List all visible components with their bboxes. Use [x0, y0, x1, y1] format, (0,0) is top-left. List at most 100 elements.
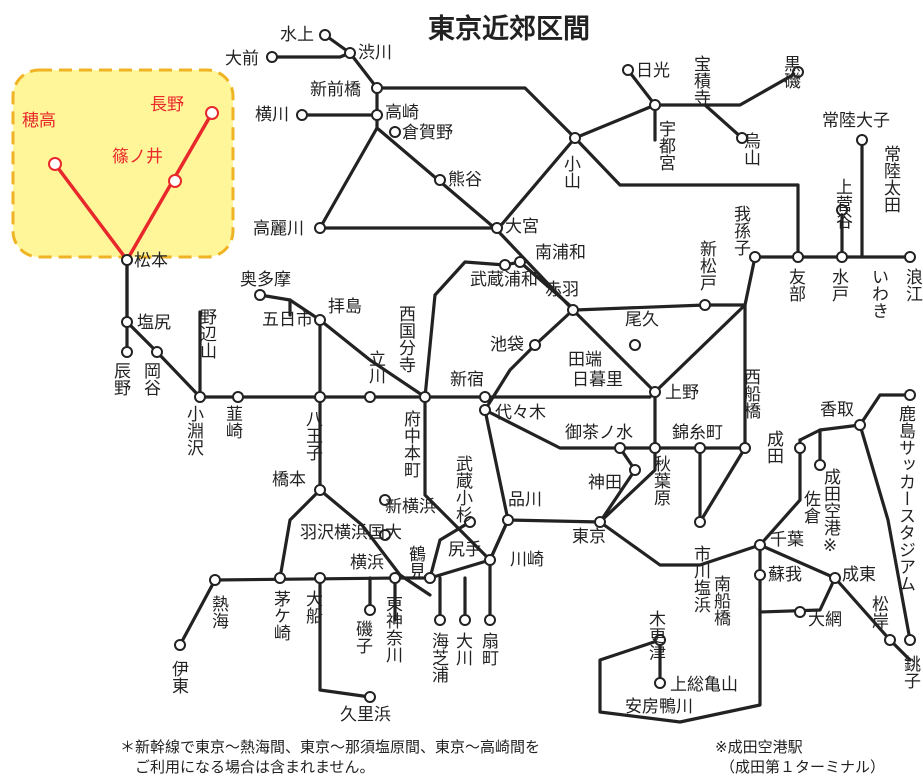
station-naritaairport: 成田空港※: [820, 468, 841, 556]
station-akihabara: 秋葉原: [650, 455, 671, 506]
station-hashimoto: 橋本: [272, 470, 306, 490]
station-tsurumi: 鶴見: [405, 545, 426, 579]
station-kurihama: 久里浜: [340, 705, 391, 725]
station-awakamogawa: 安房鴨川: [625, 697, 693, 717]
station-tachikawa: 立川: [365, 350, 386, 384]
station-shibukawa: 渋川: [358, 43, 392, 63]
station-dots: [48, 29, 916, 703]
station-oami: 大網: [808, 610, 842, 630]
station-okawa: 大川: [452, 632, 473, 666]
station-oku: 尾久: [625, 310, 659, 330]
station-sakura: 佐倉: [800, 490, 821, 524]
station-matsumoto: 松本: [134, 251, 168, 271]
station-hitachidaigo: 常陸大子: [822, 111, 890, 131]
station-iwaki: いわき: [868, 268, 888, 319]
station-ikebukuro: 池袋: [490, 335, 524, 355]
station-omae: 大前: [225, 49, 259, 69]
station-nobeyama: 野辺山: [196, 308, 217, 359]
note-narita-line1: ※成田空港駅: [715, 738, 803, 756]
map-title: 東京近郊区間: [428, 13, 590, 45]
station-kuroiso: 黒磯: [780, 55, 801, 90]
station-atami: 熱海: [208, 595, 229, 630]
station-yokokawa: 横川: [255, 105, 289, 125]
station-minamiurawa: 南浦和: [535, 243, 586, 263]
station-naruto: 成東: [842, 565, 876, 585]
station-katori: 香取: [820, 400, 854, 420]
station-ito: 伊東: [168, 660, 189, 694]
station-nirasaki: 韮崎: [222, 405, 243, 439]
station-ogimachi: 扇町: [478, 632, 499, 666]
station-tabata: 田端: [568, 350, 602, 370]
station-omiya: 大宮: [505, 217, 539, 237]
station-kobuchizawa: 小淵沢: [183, 405, 204, 456]
station-hotaka: 穂高: [22, 111, 56, 131]
station-shinyokohama: 新横浜: [385, 497, 436, 517]
station-choshi: 銚子: [900, 655, 921, 689]
station-musashiitsukaichi: 五日市: [262, 310, 313, 330]
station-kisarazu: 木更津: [645, 610, 666, 661]
station-hitachiota: 常陸太田: [880, 145, 901, 213]
station-ichikawashiohama: 市川塩浜: [690, 545, 711, 613]
station-ofuna: 大船: [302, 590, 323, 624]
station-haijima: 拝島: [328, 297, 362, 317]
station-oyama: 小山: [560, 155, 581, 189]
station-soga: 蘇我: [768, 565, 802, 585]
station-ueno: 上野: [665, 383, 699, 403]
note-shinkansen-line1: ＊新幹線で東京～熱海間、東京～那須塩原間、東京～高崎間を: [120, 738, 540, 756]
station-kumagaya: 熊谷: [448, 170, 482, 190]
station-kuragano: 倉賀野: [402, 123, 453, 143]
station-akabane: 赤羽: [545, 280, 579, 300]
station-okutama: 奥多摩: [240, 270, 291, 290]
station-chigasaki: 茅ケ崎: [270, 590, 291, 641]
station-nishifunabashi: 西船橋: [740, 368, 761, 420]
station-hazawa: 羽沢横浜国大: [300, 523, 402, 543]
station-kazusakameyama: 上総亀山: [670, 675, 738, 695]
station-musashikosugi: 武蔵小杉: [452, 455, 473, 523]
station-shinagawa: 品川: [508, 490, 542, 510]
station-shiriteuchi: 尻手: [448, 540, 482, 560]
station-yoyogi: 代々木: [495, 403, 546, 423]
station-namie: 浪江: [902, 268, 923, 302]
station-takasaki: 高崎: [385, 103, 419, 123]
station-higashikanagawa: 東神奈川: [382, 595, 403, 663]
station-kamisugaya: 上菅谷: [832, 178, 853, 229]
rail-lines: [125, 33, 912, 724]
station-okaya: 岡谷: [140, 362, 161, 396]
station-shinmaebashi: 新前橋: [310, 80, 361, 100]
station-tatsuno: 辰野: [110, 362, 131, 396]
station-kanda: 神田: [588, 473, 622, 493]
station-mito: 水戸: [828, 268, 849, 302]
station-kawasaki: 川崎: [510, 550, 544, 570]
station-kashima: 鹿島サッカースタジアム: [895, 405, 916, 592]
station-chiba: 千葉: [770, 530, 804, 550]
station-hachioji: 八王子: [302, 410, 323, 461]
station-utsunomiya: 宇都宮: [655, 120, 676, 171]
highlight-route: [53, 111, 214, 262]
station-minakami: 水上: [280, 25, 314, 45]
station-nishikokubunji: 西国分寺: [395, 305, 416, 373]
note-shinkansen-line2: ご利用になる場合は含まれません。: [135, 758, 375, 776]
note-narita-line2: （成田第１ターミナル）: [720, 758, 885, 776]
station-hoshakuji: 宝積寺: [690, 55, 711, 106]
station-shiojiri: 塩尻: [137, 313, 171, 333]
station-abiko: 我孫子: [730, 205, 751, 256]
station-tokyo: 東京: [572, 527, 606, 547]
station-shinjuku: 新宿: [450, 370, 484, 390]
station-nagano: 長野: [150, 95, 184, 115]
station-umishibaura: 海芝浦: [428, 632, 449, 684]
station-karasuyama: 烏山: [740, 132, 761, 166]
station-isogo: 磯子: [352, 620, 373, 654]
station-ochanomizu: 御茶ノ水: [565, 423, 633, 443]
station-narita: 成田: [763, 430, 784, 464]
station-musashiurawa-1: 武蔵浦和: [470, 270, 538, 290]
station-labels: 水上 渋川 大前 新前橋 横川 高崎 倉賀野 熊谷 日光 宝積寺 宇都宮 烏山 …: [22, 25, 923, 725]
station-shinonoi: 篠ノ井: [112, 147, 163, 167]
station-tomobe: 友部: [785, 268, 806, 302]
station-fuchuhommachi: 府中本町: [400, 410, 421, 478]
station-shinmatsudo: 新松戸: [696, 240, 717, 291]
station-nikko: 日光: [636, 61, 670, 81]
footnotes: ＊新幹線で東京～熱海間、東京～那須塩原間、東京～高崎間を ご利用になる場合は含ま…: [120, 738, 885, 776]
station-nippori: 日暮里: [572, 370, 623, 390]
station-kinshicho: 錦糸町: [672, 423, 723, 443]
